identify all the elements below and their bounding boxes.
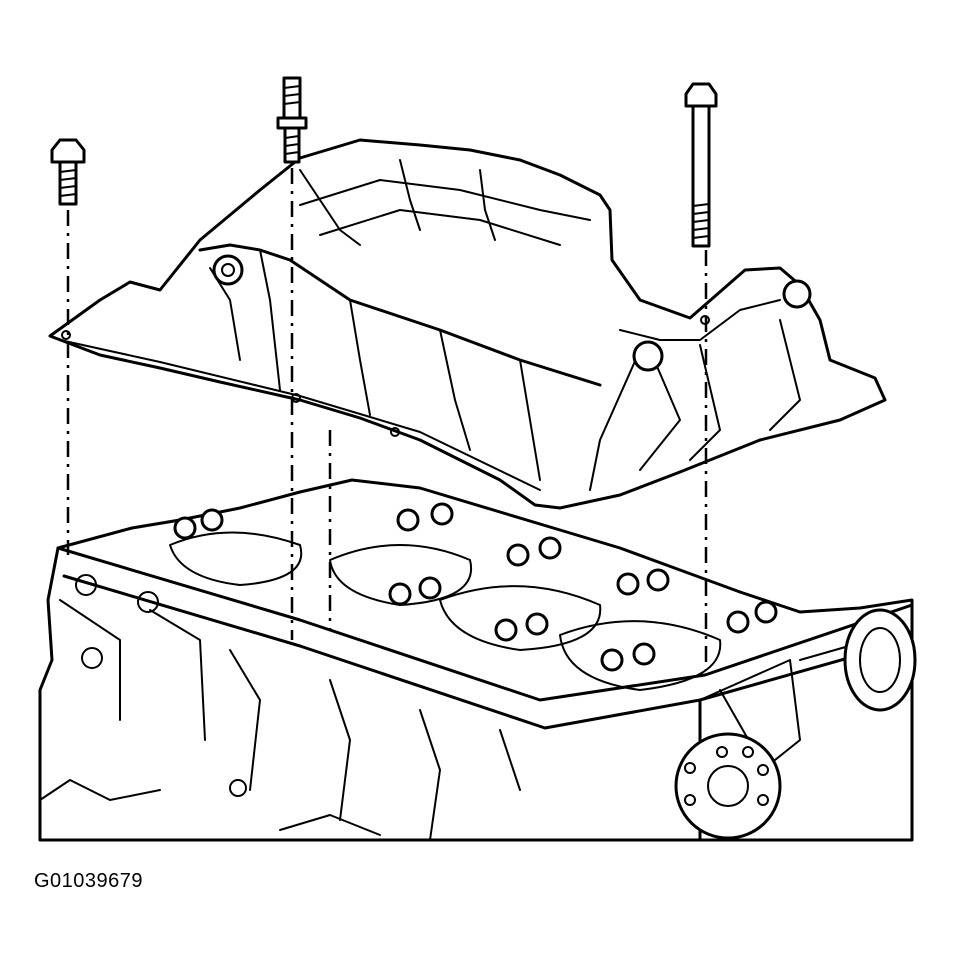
- bearing-cap-bolts: [173, 502, 778, 672]
- short-bolt: [50, 138, 86, 206]
- oil-pan-installation-diagram: [38, 76, 917, 842]
- engine-block: [38, 478, 917, 842]
- figure-id-label: G01039679: [34, 870, 144, 892]
- crankshaft-flange: [674, 732, 782, 840]
- oil-pan: [48, 138, 887, 510]
- alignment-lines: [66, 168, 708, 670]
- long-bolt: [684, 82, 718, 248]
- stud-bolt: [276, 76, 308, 164]
